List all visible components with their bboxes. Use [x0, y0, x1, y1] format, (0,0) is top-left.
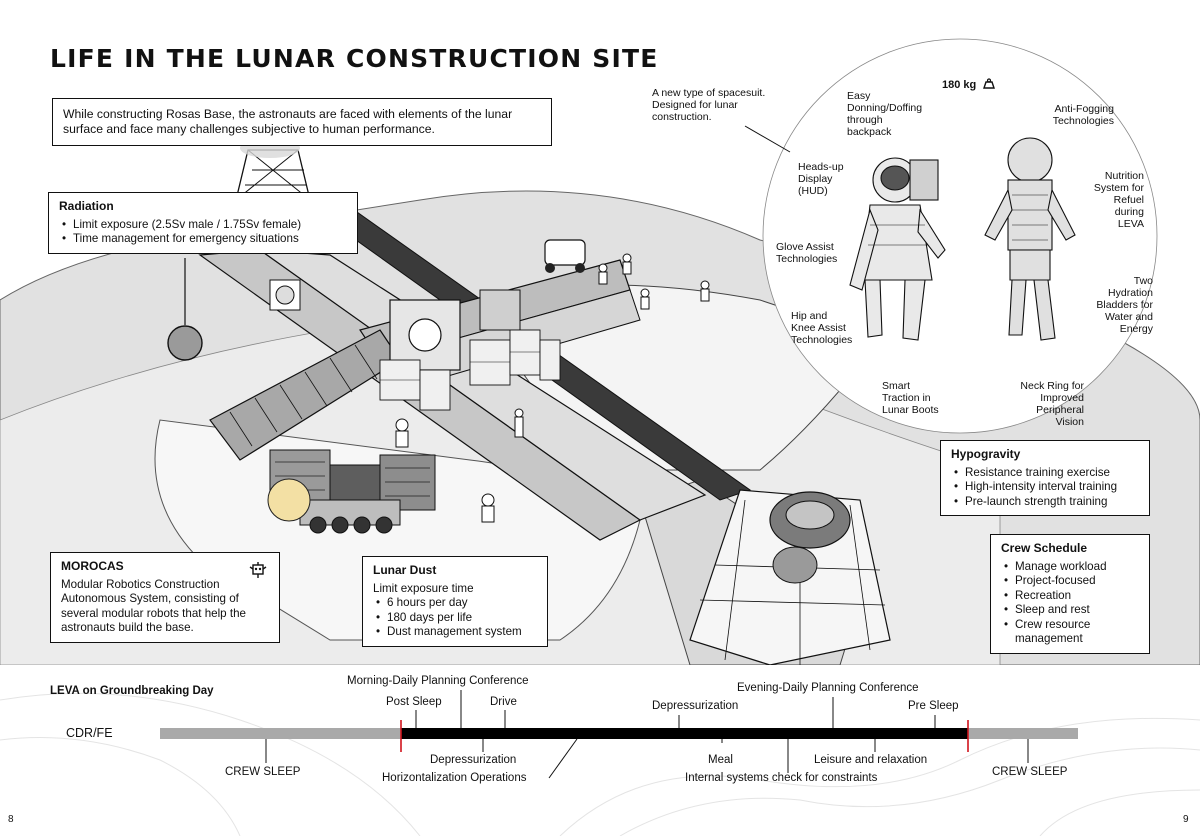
timeline-pre-sleep: Pre Sleep — [908, 700, 959, 712]
crew-schedule-title: Crew Schedule — [1001, 541, 1088, 555]
list-item: Sleep and rest — [1001, 603, 1139, 618]
list-item: Manage workload — [1001, 560, 1139, 575]
lunar-dust-text: Limit exposure time — [373, 581, 474, 595]
label-line: Energy — [1119, 323, 1153, 335]
timeline-leisure: Leisure and relaxation — [814, 754, 928, 766]
label-line: during — [1114, 206, 1144, 218]
crew-schedule-box: Crew Schedule Manage workload Project-fo… — [990, 534, 1150, 654]
list-item: Limit exposure (2.5Sv male / 1.75Sv fema… — [59, 218, 347, 233]
feature-traction: Smart Traction in Lunar Boots — [882, 380, 939, 416]
timeline-horizontalization: Horizontalization Operations — [382, 772, 527, 784]
label-line: Knee Assist — [791, 322, 846, 334]
list-item: Project-focused — [1001, 574, 1139, 589]
label-line: through — [847, 114, 883, 126]
hypogravity-list: Resistance training exercise High-intens… — [951, 466, 1139, 510]
list-item: Resistance training exercise — [951, 466, 1139, 481]
label-line: Easy — [847, 90, 871, 102]
list-item: 180 days per life — [373, 611, 537, 626]
label-line: Hip and — [791, 310, 828, 322]
feature-glove: Glove Assist Technologies — [776, 241, 837, 265]
label-line: backpack — [847, 126, 892, 138]
label-line: Improved — [1040, 392, 1084, 404]
hypogravity-box: Hypogravity Resistance training exercise… — [940, 440, 1150, 516]
label-line: (HUD) — [798, 185, 828, 197]
feature-hud: Heads-up Display (HUD) — [798, 161, 844, 197]
label-line: Bladders for — [1096, 299, 1153, 311]
feature-donning: Easy Donning/Doffing through backpack — [847, 90, 922, 138]
crew-schedule-list: Manage workload Project-focused Recreati… — [1001, 560, 1139, 647]
weight-icon — [983, 78, 996, 89]
label-line: Technologies — [791, 334, 853, 346]
morocas-box: MOROCAS Modular Robotics Construction Au… — [50, 552, 280, 643]
morocas-title: MOROCAS — [61, 559, 124, 573]
radiation-title: Radiation — [59, 199, 114, 213]
label-line: Hydration — [1108, 287, 1153, 299]
label-line: Glove Assist — [776, 241, 834, 253]
label-line: construction. — [652, 111, 712, 123]
label-line: Peripheral — [1036, 404, 1084, 416]
label-line: Heads-up — [798, 161, 844, 173]
timeline-meal: Meal — [708, 754, 733, 766]
hypogravity-title: Hypogravity — [951, 447, 1021, 461]
timeline-crew-sleep-right: CREW SLEEP — [992, 766, 1068, 778]
label-line: Designed for lunar — [652, 99, 738, 111]
lunar-dust-title: Lunar Dust — [373, 563, 437, 577]
list-item: Time management for emergency situations — [59, 232, 347, 247]
label-line: Display — [798, 173, 833, 185]
timeline-drive: Drive — [490, 696, 517, 708]
label-line: Two — [1133, 275, 1153, 287]
list-item: Recreation — [1001, 589, 1139, 604]
timeline-depressurization-below: Depressurization — [430, 754, 517, 766]
label-line: Technologies — [776, 253, 838, 265]
radiation-box: Radiation Limit exposure (2.5Sv male / 1… — [48, 192, 358, 254]
suit-weight-value: 180 kg — [942, 79, 977, 91]
timeline-internal-check: Internal systems check for constraints — [685, 772, 878, 784]
page-title: LIFE IN THE LUNAR CONSTRUCTION SITE — [50, 44, 659, 73]
label-line: System for — [1093, 182, 1144, 194]
robot-icon — [249, 562, 267, 578]
label-line: Anti-Fogging — [1054, 103, 1114, 115]
morocas-text: Modular Robotics Construction Autonomous… — [61, 577, 246, 635]
timeline-crew-sleep-left: CREW SLEEP — [225, 766, 301, 778]
label-line: Water and — [1104, 311, 1153, 323]
feature-nutrition: Nutrition System for Refuel during LEVA — [1060, 170, 1144, 230]
feature-anti-fog: Anti-Fogging Technologies — [1008, 103, 1114, 127]
label-line: Vision — [1055, 416, 1084, 428]
timeline-depressurization-above: Depressurization — [652, 700, 739, 712]
list-item: Pre-launch strength training — [951, 495, 1139, 510]
page-number-right: 9 — [1183, 814, 1189, 825]
feature-hip-knee: Hip and Knee Assist Technologies — [791, 310, 852, 346]
page-number-left: 8 — [8, 814, 14, 825]
timeline-title: LEVA on Groundbreaking Day — [50, 685, 214, 697]
label-line: Nutrition — [1104, 170, 1144, 182]
list-item: Dust management system — [373, 625, 537, 640]
list-item: Crew resource management — [1001, 618, 1139, 647]
timeline-morning-conference: Morning-Daily Planning Conference — [347, 675, 529, 687]
label-line: Donning/Doffing — [847, 102, 923, 114]
label-line: Traction in — [882, 392, 931, 404]
label-line: Technologies — [1052, 115, 1114, 127]
intro-box: While constructing Rosas Base, the astro… — [52, 98, 552, 146]
lunar-dust-list: 6 hours per day 180 days per life Dust m… — [373, 596, 537, 640]
label-line: LEVA — [1117, 218, 1144, 230]
timeline-post-sleep: Post Sleep — [386, 696, 442, 708]
list-item: 6 hours per day — [373, 596, 537, 611]
lunar-dust-box: Lunar Dust Limit exposure time 6 hours p… — [362, 556, 548, 647]
label-line: A new type of spacesuit. — [652, 87, 766, 99]
label-line: Lunar Boots — [882, 404, 939, 416]
label-line: Refuel — [1113, 194, 1144, 206]
timeline-row-label: CDR/FE — [66, 726, 113, 740]
timeline-evening-conference: Evening-Daily Planning Conference — [737, 682, 919, 694]
label-line: Neck Ring for — [1020, 380, 1084, 392]
list-item: High-intensity interval training — [951, 480, 1139, 495]
intro-text: While constructing Rosas Base, the astro… — [63, 107, 513, 136]
label-line: Smart — [882, 380, 911, 392]
feature-neck-ring: Neck Ring for Improved Peripheral Vision — [990, 380, 1084, 428]
radiation-list: Limit exposure (2.5Sv male / 1.75Sv fema… — [59, 218, 347, 247]
suit-weight: 180 kg — [942, 78, 996, 91]
feature-hydration: Two Hydration Bladders for Water and Ene… — [1060, 275, 1153, 335]
spacesuit-intro: A new type of spacesuit. Designed for lu… — [652, 87, 765, 123]
